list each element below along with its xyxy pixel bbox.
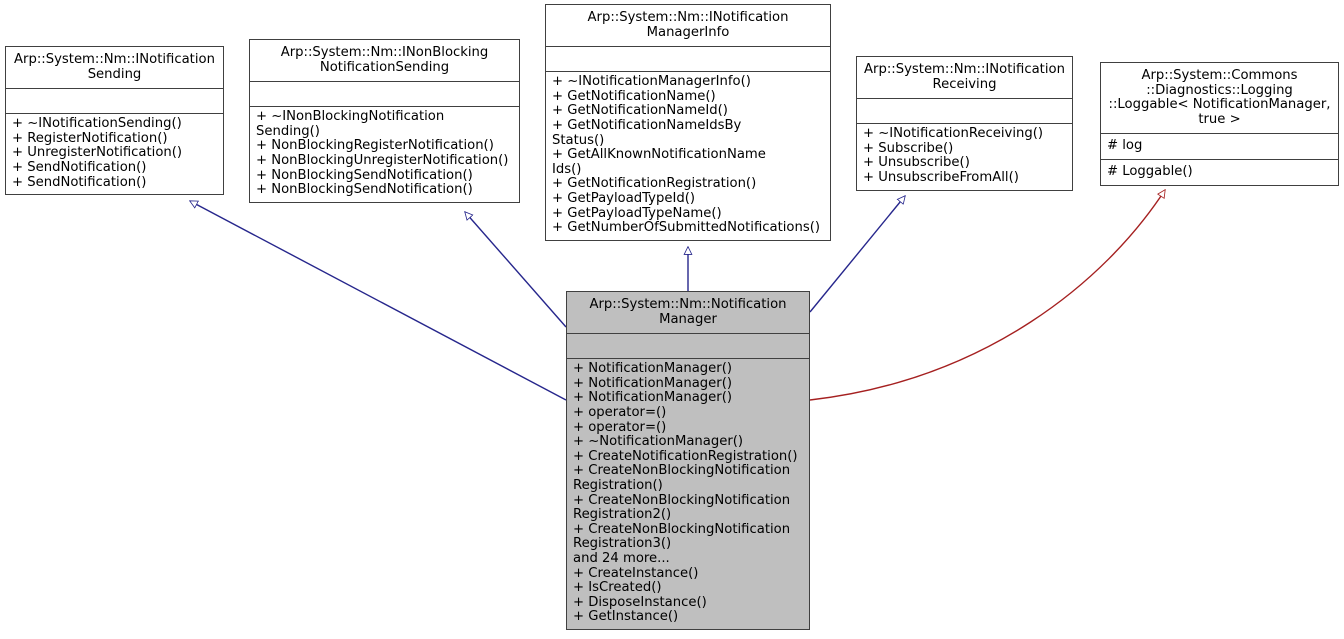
edge-notificationmanager-inotificationsending bbox=[190, 200, 567, 401]
class-title-inonblocking-notification-sending: Arp::System::Nm::INonBlocking Notificati… bbox=[250, 40, 519, 83]
class-operation: + GetNotificationName() bbox=[552, 88, 716, 104]
class-operation: + CreateInstance() bbox=[573, 565, 699, 581]
class-box-inotification-manager-info[interactable]: Arp::System::Nm::INotification ManagerIn… bbox=[545, 4, 831, 241]
class-attributes-loggable: # log bbox=[1101, 134, 1338, 160]
class-attribute: # log bbox=[1107, 138, 1143, 154]
class-operation: + DisposeInstance() bbox=[573, 594, 707, 610]
class-operation: + NonBlockingSendNotification() bbox=[256, 167, 473, 183]
class-operation: + GetPayloadTypeName() bbox=[552, 205, 722, 221]
class-operation: + operator=() bbox=[573, 404, 667, 420]
class-operation: + NotificationManager() bbox=[573, 390, 733, 406]
class-operations-inonblocking-notification-sending: + ~INonBlockingNotification Sending()+ N… bbox=[250, 107, 519, 202]
class-attributes-inotification-manager-info bbox=[546, 47, 830, 73]
class-title-inotification-receiving: Arp::System::Nm::INotification Receiving bbox=[857, 57, 1072, 100]
class-operation: + SendNotification() bbox=[12, 174, 147, 190]
class-title-inotification-manager-info: Arp::System::Nm::INotification ManagerIn… bbox=[546, 5, 830, 48]
class-operation: + NonBlockingUnregisterNotification() bbox=[256, 152, 509, 168]
class-operation: + UnsubscribeFromAll() bbox=[863, 169, 1019, 185]
class-attributes-inotification-sending bbox=[6, 89, 223, 115]
class-operation: + IsCreated() bbox=[573, 580, 662, 596]
class-operation: + NotificationManager() bbox=[573, 375, 733, 391]
class-operation: + GetNumberOfSubmittedNotifications() bbox=[552, 220, 821, 236]
class-attributes-notification-manager bbox=[567, 334, 809, 360]
class-operation: + CreateNotificationRegistration() bbox=[573, 448, 798, 464]
class-operations-inotification-manager-info: + ~INotificationManagerInfo()+ GetNotifi… bbox=[546, 72, 830, 240]
class-operations-loggable: # Loggable() bbox=[1101, 160, 1338, 185]
class-operation: # Loggable() bbox=[1107, 163, 1193, 179]
edge-notificationmanager-loggable bbox=[809, 190, 1165, 401]
class-operation: + ~NotificationManager() bbox=[573, 434, 744, 450]
class-operation: + ~INotificationManagerInfo() bbox=[552, 74, 751, 90]
class-box-notification-manager[interactable]: Arp::System::Nm::Notification Manager + … bbox=[566, 291, 810, 630]
class-operation: + GetAllKnownNotificationName Ids() bbox=[552, 147, 766, 177]
class-title-notification-manager: Arp::System::Nm::Notification Manager bbox=[567, 292, 809, 335]
class-operation: + ~INotificationSending() bbox=[12, 116, 182, 132]
class-operation: + ~INonBlockingNotification Sending() bbox=[256, 109, 445, 139]
class-operation: + GetInstance() bbox=[573, 609, 679, 625]
class-box-inotification-sending[interactable]: Arp::System::Nm::INotification Sending +… bbox=[5, 46, 224, 196]
class-operation: and 24 more... bbox=[573, 550, 670, 566]
class-operations-notification-manager: + NotificationManager()+ NotificationMan… bbox=[567, 359, 809, 629]
class-operation: + ~INotificationReceiving() bbox=[863, 126, 1044, 142]
class-operation: + CreateNonBlockingNotification Registra… bbox=[573, 492, 791, 523]
class-operations-inotification-receiving: + ~INotificationReceiving()+ Subscribe()… bbox=[857, 124, 1072, 189]
class-operation: + GetPayloadTypeId() bbox=[552, 190, 696, 206]
class-box-inonblocking-notification-sending[interactable]: Arp::System::Nm::INonBlocking Notificati… bbox=[249, 39, 520, 203]
class-operation: + NonBlockingSendNotification() bbox=[256, 182, 473, 198]
class-box-inotification-receiving[interactable]: Arp::System::Nm::INotification Receiving… bbox=[856, 56, 1073, 191]
class-operation: + CreateNonBlockingNotification Registra… bbox=[573, 521, 791, 552]
class-operation: + Unsubscribe() bbox=[863, 155, 970, 171]
class-operation: + SendNotification() bbox=[12, 159, 147, 175]
class-operation: + UnregisterNotification() bbox=[12, 145, 183, 161]
class-operation: + RegisterNotification() bbox=[12, 130, 168, 146]
class-box-loggable[interactable]: Arp::System::Commons ::Diagnostics::Logg… bbox=[1100, 62, 1339, 186]
class-operation: + GetNotificationNameId() bbox=[552, 103, 728, 119]
class-title-inotification-sending: Arp::System::Nm::INotification Sending bbox=[6, 47, 223, 90]
class-operation: + operator=() bbox=[573, 419, 667, 435]
class-attributes-inonblocking-notification-sending bbox=[250, 82, 519, 108]
class-operation: + NotificationManager() bbox=[573, 361, 733, 377]
class-operation: + GetNotificationRegistration() bbox=[552, 176, 757, 192]
class-operations-inotification-sending: + ~INotificationSending()+ RegisterNotif… bbox=[6, 114, 223, 194]
class-title-loggable: Arp::System::Commons ::Diagnostics::Logg… bbox=[1101, 63, 1338, 135]
class-attributes-inotification-receiving bbox=[857, 99, 1072, 125]
class-operation: + Subscribe() bbox=[863, 140, 954, 156]
class-operation: + CreateNonBlockingNotification Registra… bbox=[573, 463, 791, 493]
class-operation: + GetNotificationNameIdsBy Status() bbox=[552, 117, 742, 148]
class-operation: + NonBlockingRegisterNotification() bbox=[256, 138, 494, 154]
